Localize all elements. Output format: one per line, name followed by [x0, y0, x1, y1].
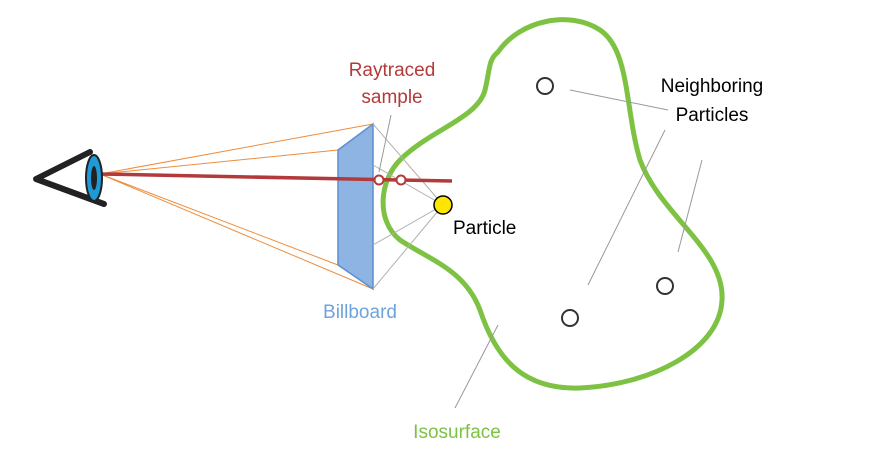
raytraced-sample-leader [378, 114, 392, 173]
billboard-to-particle-lines [372, 123, 444, 290]
neighboring-particles-leader [569, 89, 669, 111]
frustum-line [99, 173, 374, 290]
neighboring-particles-leader [677, 159, 703, 253]
particle-label: Particle [453, 218, 516, 239]
view-frustum [99, 123, 374, 290]
raytraced-sample-label: sample [361, 87, 422, 108]
construction-line [372, 123, 444, 206]
billboard-shape [337, 122, 374, 291]
view-ray [99, 172, 453, 183]
raytraced-sample-label: Raytraced [349, 60, 436, 81]
particle-marker [433, 195, 453, 215]
leader-lines [378, 89, 703, 409]
neighboring-particle [561, 309, 579, 327]
frustum-line [99, 149, 339, 175]
neighboring-particle [536, 77, 554, 95]
eye-icon [33, 149, 107, 207]
billboard-label: Billboard [323, 302, 397, 323]
neighboring-particles-label: Neighboring [661, 76, 763, 97]
construction-line [372, 204, 444, 246]
isosurface-leader [454, 324, 499, 409]
raytraced-sample-point [395, 174, 407, 186]
isosurface-outline [380, 17, 725, 391]
eye-lids [33, 149, 107, 207]
construction-line [372, 164, 444, 206]
eye-pupil [91, 166, 97, 190]
frustum-line [99, 123, 374, 175]
isosurface-label: Isosurface [413, 422, 501, 443]
neighboring-particles-leader [587, 129, 666, 286]
raytraced-sample-point [373, 174, 385, 186]
neighboring-particles-label: Particles [676, 105, 749, 126]
frustum-line [99, 173, 339, 266]
neighboring-particle [656, 277, 674, 295]
construction-line [372, 204, 444, 290]
